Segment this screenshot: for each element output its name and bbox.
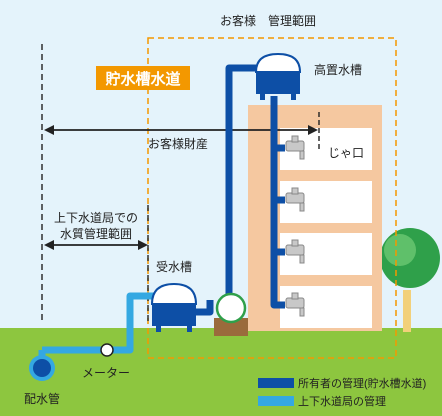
legend-bureau-label: 上下水道局の管理 bbox=[298, 394, 386, 408]
bureau-quality-arrow bbox=[44, 205, 149, 322]
legend-swatch-owner bbox=[258, 378, 294, 388]
legend: 所有者の管理(貯水槽水道) 上下水道局の管理 bbox=[258, 376, 426, 408]
customer-property-arrow bbox=[44, 112, 320, 152]
receiving-tank-label: 受水槽 bbox=[156, 260, 192, 274]
receiving-tank-icon bbox=[150, 282, 198, 332]
faucet-label: じゃ口 bbox=[328, 146, 364, 160]
ground bbox=[0, 328, 442, 416]
elevated-tank-icon bbox=[254, 52, 302, 100]
storage-tank-water-label: 貯水槽水道 bbox=[105, 70, 180, 88]
owner-pipe bbox=[195, 64, 285, 316]
bureau-pipe bbox=[42, 292, 155, 354]
elevated-tank-label: 高置水槽 bbox=[314, 62, 362, 77]
main-pipe-label: 配水管 bbox=[24, 391, 60, 406]
legend-swatch-bureau bbox=[258, 396, 294, 406]
bureau-quality-label-line1: 上下水道局での bbox=[54, 211, 138, 225]
pump-icon bbox=[214, 292, 248, 336]
faucet-icon bbox=[285, 292, 305, 317]
legend-owner-label: 所有者の管理(貯水槽水道) bbox=[298, 376, 426, 390]
meter-icon bbox=[100, 343, 114, 357]
faucet-icon bbox=[285, 135, 305, 160]
bureau-quality-label-line2: 水質管理範囲 bbox=[60, 226, 132, 241]
storage-tank-label-bg bbox=[96, 66, 190, 90]
faucet-icon bbox=[285, 187, 305, 212]
faucet-icon bbox=[285, 239, 305, 264]
customer-scope-label: お客様 管理範囲 bbox=[220, 13, 316, 28]
tree-icon bbox=[380, 228, 440, 332]
main-pipe-icon bbox=[29, 350, 55, 381]
customer-property-label: お客様財産 bbox=[148, 136, 208, 151]
meter-label: メーター bbox=[82, 366, 130, 380]
customer-scope-border bbox=[147, 37, 397, 359]
